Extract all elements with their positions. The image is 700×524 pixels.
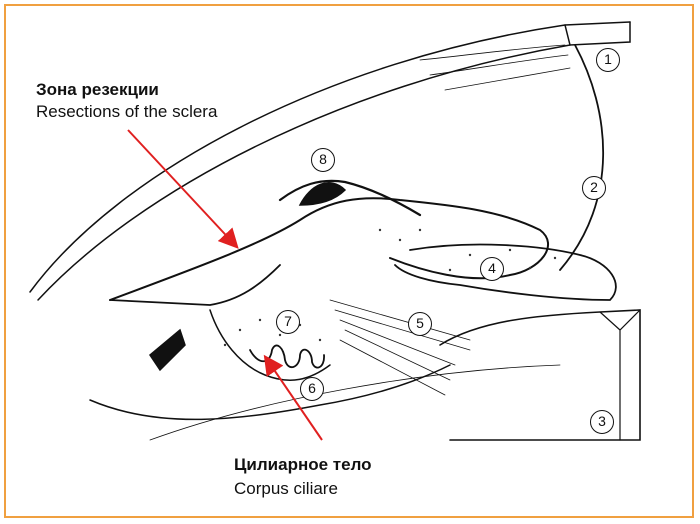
marker-6: 6 xyxy=(300,377,324,401)
marker-5: 5 xyxy=(408,312,432,336)
marker-3: 3 xyxy=(590,410,614,434)
marker-1: 1 xyxy=(596,48,620,72)
iris xyxy=(395,245,616,300)
marker-7: 7 xyxy=(276,310,300,334)
ciliary-body-subtitle: Corpus ciliare xyxy=(234,479,338,499)
resection-zone-subtitle: Resections of the sclera xyxy=(36,102,217,122)
marker-8: 8 xyxy=(311,148,335,172)
resection-arrow xyxy=(128,130,236,246)
resection-zone-title: Зона резекции xyxy=(36,80,159,100)
trabecular-structure xyxy=(110,198,548,300)
ciliary-processes xyxy=(250,345,324,367)
marker-2: 2 xyxy=(582,176,606,200)
ciliary-body-title: Цилиарное тело xyxy=(234,455,372,475)
zonule-fibers xyxy=(330,300,470,395)
marker-4: 4 xyxy=(480,257,504,281)
